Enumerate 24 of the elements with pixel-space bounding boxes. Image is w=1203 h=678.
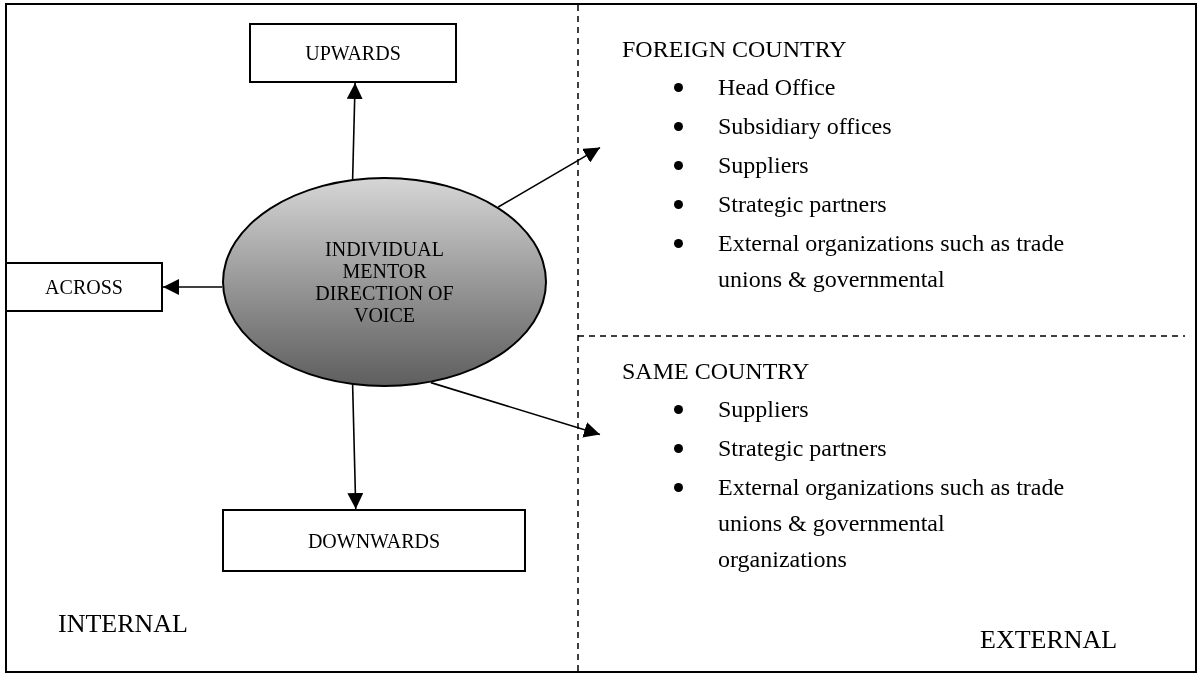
list-item: Subsidiary offices bbox=[718, 112, 893, 141]
list-item: External organizations such as trade unions & governmental bbox=[718, 229, 1066, 294]
list-item: Suppliers bbox=[718, 395, 810, 424]
label-box bbox=[5, 262, 163, 312]
label-box bbox=[249, 23, 457, 83]
node-text: INDIVIDUAL MENTOR DIRECTION OF VOICE bbox=[314, 238, 455, 326]
arrow bbox=[430, 381, 601, 438]
region-heading: SAME COUNTRY bbox=[622, 357, 811, 386]
arrow bbox=[347, 384, 364, 510]
list-item: Head Office bbox=[718, 73, 837, 102]
node-text: DOWNWARDS bbox=[307, 528, 441, 554]
arrow bbox=[346, 82, 363, 180]
list-item: External organizations such as trade unions & governmental organizations bbox=[718, 473, 1066, 574]
list-item: Strategic partners bbox=[718, 190, 888, 219]
list-item: Strategic partners bbox=[718, 434, 888, 463]
region-label: EXTERNAL bbox=[980, 624, 1118, 656]
node-text: UPWARDS bbox=[305, 41, 401, 66]
region-heading: FOREIGN COUNTRY bbox=[622, 35, 848, 64]
node-text: ACROSS bbox=[45, 275, 123, 300]
arrow bbox=[162, 279, 223, 295]
region-label: INTERNAL bbox=[58, 608, 188, 640]
arrow bbox=[497, 146, 601, 208]
list-item: Suppliers bbox=[718, 151, 810, 180]
label-box bbox=[222, 509, 526, 572]
